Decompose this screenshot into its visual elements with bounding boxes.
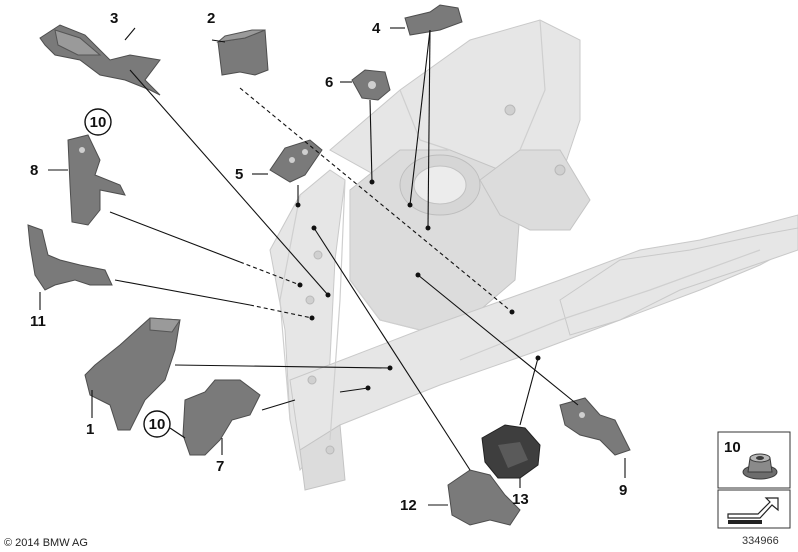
callout-10-circled-bottom: 10 xyxy=(143,410,171,438)
callout-5: 5 xyxy=(235,166,243,183)
callout-3: 3 xyxy=(110,10,118,27)
callout-11: 11 xyxy=(30,313,46,330)
callout-6: 6 xyxy=(325,74,333,91)
part-3-bracket xyxy=(39,24,161,96)
part-13-mount xyxy=(481,424,541,479)
arrow-direction-icon xyxy=(727,497,779,524)
legend-nut-box: 10 xyxy=(717,431,791,489)
flange-nut-icon xyxy=(742,453,778,480)
callout-10-circled-top: 10 xyxy=(84,108,112,136)
callout-13: 13 xyxy=(512,491,529,508)
part-6-bracket xyxy=(351,69,391,101)
part-8-bracket xyxy=(67,134,126,226)
callout-9: 9 xyxy=(619,482,627,499)
svg-text:10: 10 xyxy=(90,114,107,131)
part-7-bracket xyxy=(182,379,261,456)
part-12-bracket xyxy=(447,469,521,526)
leader-lines xyxy=(39,27,626,506)
callouts: 3 2 4 6 5 8 10 11 1 10 7 9 13 12 xyxy=(30,10,627,514)
part-5-bracket xyxy=(269,139,323,183)
callout-7: 7 xyxy=(216,458,224,475)
callout-12: 12 xyxy=(400,497,417,514)
copyright-text: © 2014 BMW AG xyxy=(4,537,88,549)
callout-2: 2 xyxy=(207,10,215,27)
diagram-number: 334966 xyxy=(742,535,779,547)
callout-8: 8 xyxy=(30,162,38,179)
part-2-bracket xyxy=(216,29,269,76)
legend-nut-label: 10 xyxy=(724,439,741,456)
part-9-bracket xyxy=(559,397,631,456)
part-4-bracket xyxy=(404,4,463,36)
part-1-bracket xyxy=(84,317,181,431)
callout-1: 1 xyxy=(86,421,94,438)
part-11-bracket xyxy=(27,224,113,291)
svg-text:10: 10 xyxy=(149,416,166,433)
body-structure xyxy=(269,19,798,491)
legend-arrow-box xyxy=(717,489,791,529)
callout-4: 4 xyxy=(372,20,381,37)
